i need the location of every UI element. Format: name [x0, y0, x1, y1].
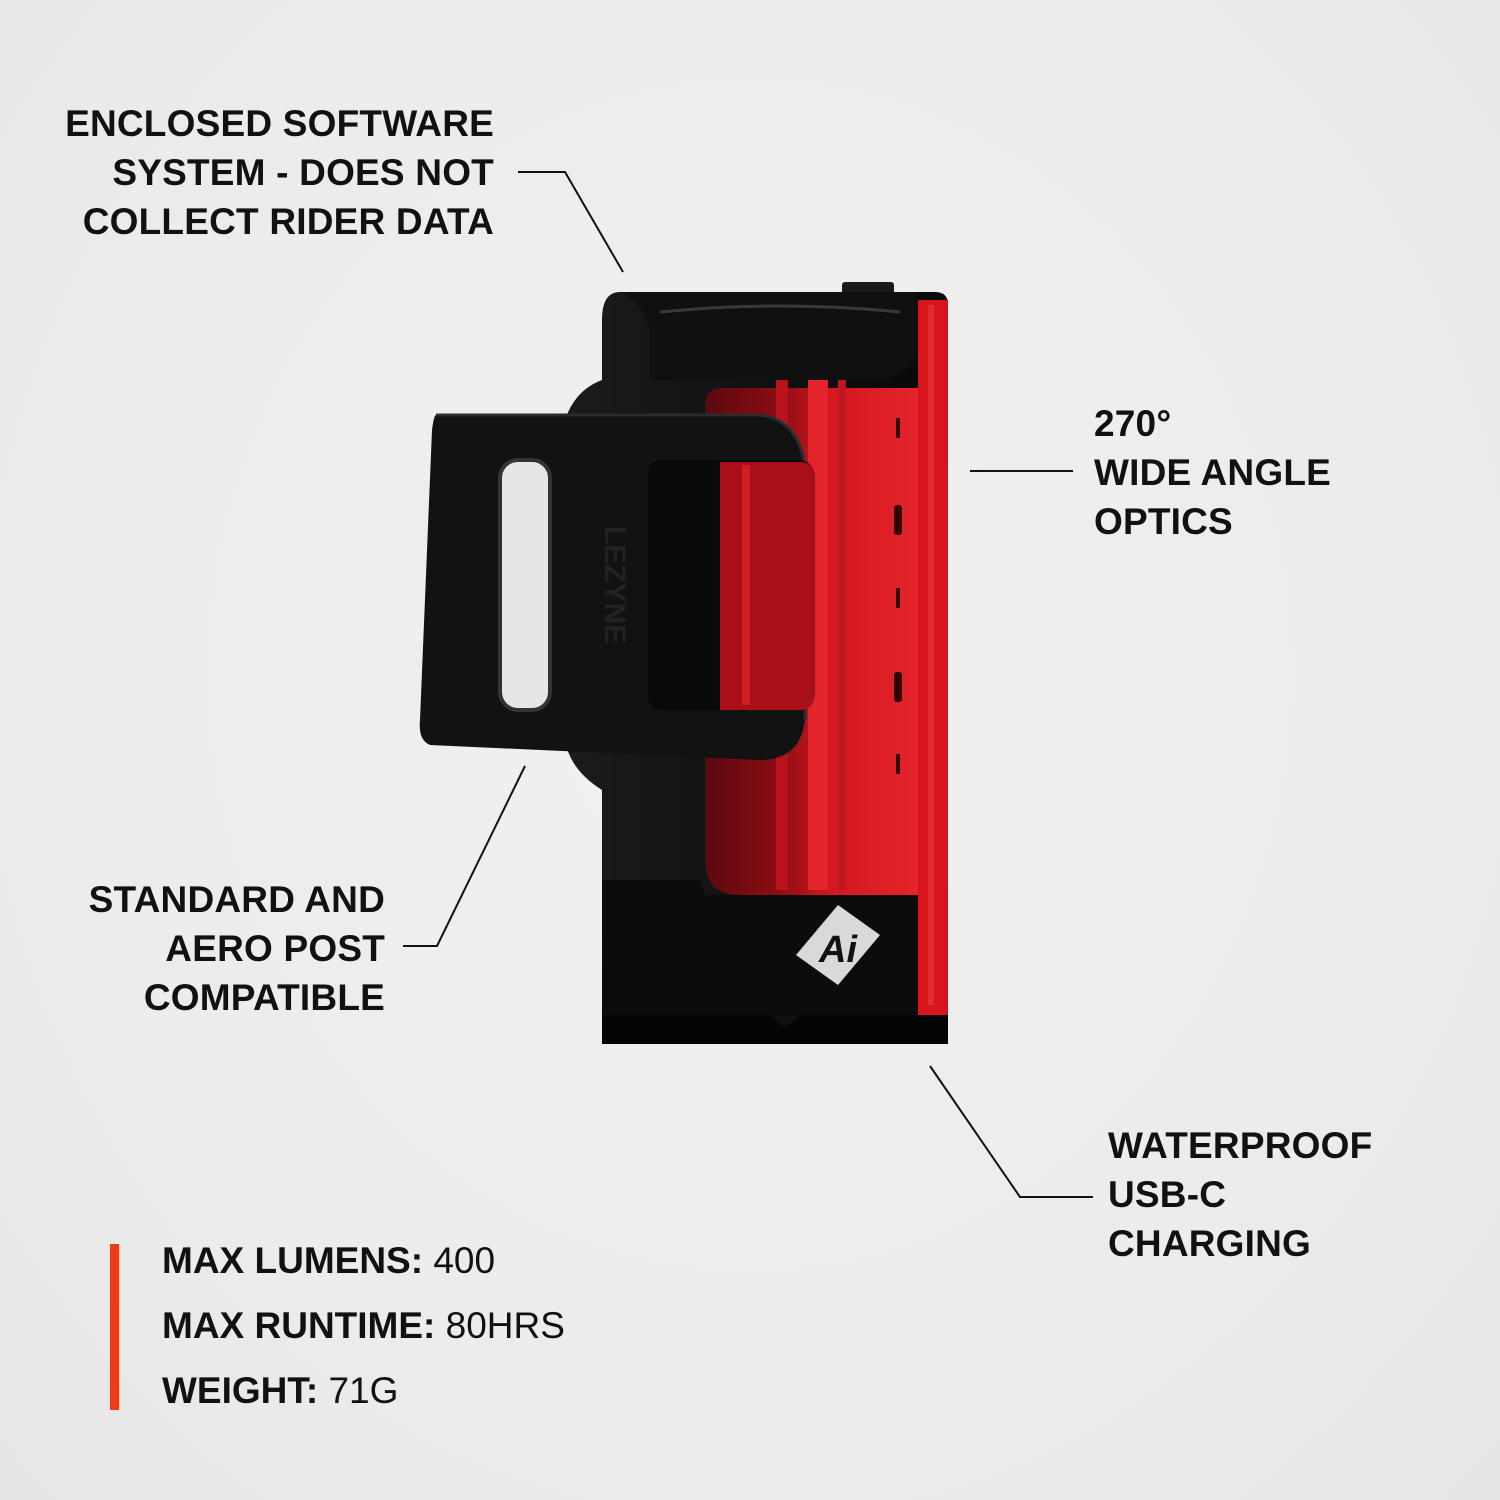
callout-usb-c-charging: WATERPROOF USB-C CHARGING	[1108, 1121, 1372, 1268]
spec-max-runtime: MAX RUNTIME: 80HRS	[162, 1305, 565, 1347]
tail-light-product-image: LEZYNE Ai	[419, 282, 948, 1044]
spec-value: 71G	[328, 1370, 399, 1411]
brand-logo-text: LEZYNE	[598, 526, 631, 644]
spec-label: MAX LUMENS:	[162, 1240, 424, 1281]
ai-badge-icon: Ai	[818, 929, 858, 971]
spec-label: WEIGHT:	[162, 1370, 319, 1411]
callout-post-compatible: STANDARD AND AERO POST COMPATIBLE	[89, 875, 385, 1022]
callout-line: ENCLOSED SOFTWARE	[65, 103, 494, 144]
spec-weight: WEIGHT: 71G	[162, 1370, 398, 1412]
callout-line: COMPATIBLE	[143, 977, 385, 1018]
callout-line: WIDE ANGLE	[1094, 452, 1332, 493]
accent-bar	[110, 1244, 119, 1410]
callout-line: WATERPROOF	[1108, 1125, 1373, 1166]
callout-line: USB-C	[1108, 1174, 1227, 1215]
callout-line: SYSTEM - DOES NOT	[112, 152, 494, 193]
callout-line: COLLECT RIDER DATA	[82, 201, 494, 242]
callout-line: STANDARD AND	[88, 879, 385, 920]
callout-line: OPTICS	[1094, 501, 1233, 542]
spec-value: 400	[433, 1240, 496, 1281]
spec-max-lumens: MAX LUMENS: 400	[162, 1240, 495, 1282]
spec-value: 80HRS	[445, 1305, 565, 1346]
callout-line: 270°	[1094, 403, 1172, 444]
spec-label: MAX RUNTIME:	[162, 1305, 436, 1346]
callout-line: AERO POST	[165, 928, 385, 969]
callout-wide-angle-optics: 270° WIDE ANGLE OPTICS	[1094, 399, 1331, 546]
callout-enclosed-software: ENCLOSED SOFTWARE SYSTEM - DOES NOT COLL…	[65, 99, 494, 246]
callout-line: CHARGING	[1108, 1223, 1312, 1264]
